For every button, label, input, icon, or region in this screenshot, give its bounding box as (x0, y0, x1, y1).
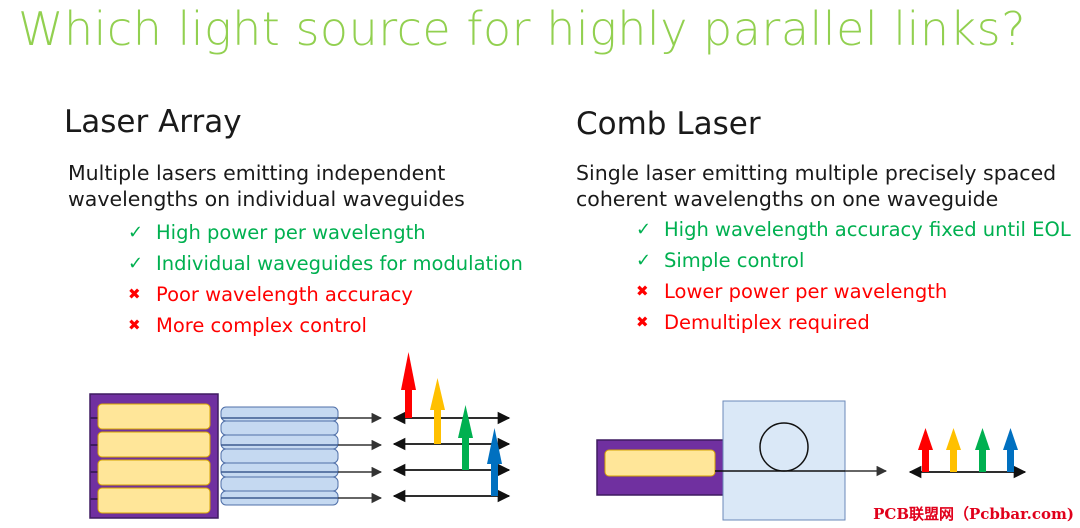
comb-laser-heading: Comb Laser (576, 106, 761, 142)
comb-line-yellow (946, 428, 961, 472)
check-icon: ✓ (636, 250, 652, 271)
wavelength-arrow-red (401, 352, 416, 418)
laser-bar (604, 449, 716, 477)
list-item: ✖ Lower power per wavelength (636, 276, 1071, 307)
laser-array-description: Multiple lasers emitting independent wav… (68, 160, 465, 212)
list-item-text: Lower power per wavelength (664, 280, 948, 303)
watermark: PCB联盟网（Pcbbar.com) (873, 505, 1074, 523)
comb-laser-description: Single laser emitting multiple precisely… (576, 160, 1056, 212)
waveguide-block (220, 406, 339, 506)
cross-icon: ✖ (636, 313, 649, 331)
check-icon: ✓ (128, 222, 144, 243)
laser-array-diagram (89, 352, 511, 519)
comb-laser-diagram (596, 400, 1027, 521)
list-item-text: More complex control (156, 314, 367, 337)
comb-laser-list: ✓ High wavelength accuracy fixed until EO… (636, 214, 1071, 338)
laser-array-heading: Laser Array (64, 104, 242, 140)
list-item: ✖ Poor wavelength accuracy (128, 279, 523, 310)
laser-bar (97, 459, 211, 486)
output-arrows (338, 412, 383, 504)
laser-stubs (90, 417, 98, 500)
wavelength-arrow-blue (487, 428, 502, 496)
list-item: ✓ High wavelength accuracy fixed until EO… (636, 214, 1071, 245)
laser-array-list: ✓ High power per wavelength ✓ Individual w… (128, 217, 523, 341)
list-item: ✓ High power per wavelength (128, 217, 523, 248)
list-item: ✓ Simple control (636, 245, 1071, 276)
laser-array-desc-line: wavelengths on individual waveguides (68, 187, 465, 211)
spectrum-axes (392, 411, 511, 503)
wavelength-arrow-green (458, 405, 473, 470)
list-item-text: Poor wavelength accuracy (156, 283, 413, 306)
list-item: ✓ Individual waveguides for modulation (128, 248, 523, 279)
check-icon: ✓ (636, 219, 652, 240)
comb-laser-desc-line: coherent wavelengths on one waveguide (576, 187, 999, 211)
list-item-text: Individual waveguides for modulation (156, 252, 523, 275)
laser-bar (97, 487, 211, 514)
laser-bar (97, 431, 211, 458)
comb-laser-desc-line: Single laser emitting multiple precisely… (576, 161, 1057, 185)
ring-resonator-chip (722, 400, 846, 521)
wavelength-arrow-yellow (430, 378, 445, 444)
laser-bar (97, 403, 211, 430)
list-item-text: High wavelength accuracy fixed until EOL (664, 218, 1071, 241)
comb-line-green (975, 428, 990, 472)
page-title: Which light source for highly parallel l… (18, 2, 1027, 56)
list-item-text: Simple control (664, 249, 805, 272)
cross-icon: ✖ (636, 282, 649, 300)
list-item: ✖ Demultiplex required (636, 307, 1071, 338)
laser-array-desc-line: Multiple lasers emitting independent (68, 161, 446, 185)
check-icon: ✓ (128, 253, 144, 274)
list-item-text: Demultiplex required (664, 311, 870, 334)
cross-icon: ✖ (128, 316, 141, 334)
cross-icon: ✖ (128, 285, 141, 303)
list-item-text: High power per wavelength (156, 221, 426, 244)
list-item: ✖ More complex control (128, 310, 523, 341)
comb-line-blue (1003, 428, 1018, 472)
comb-line-red (918, 428, 933, 472)
